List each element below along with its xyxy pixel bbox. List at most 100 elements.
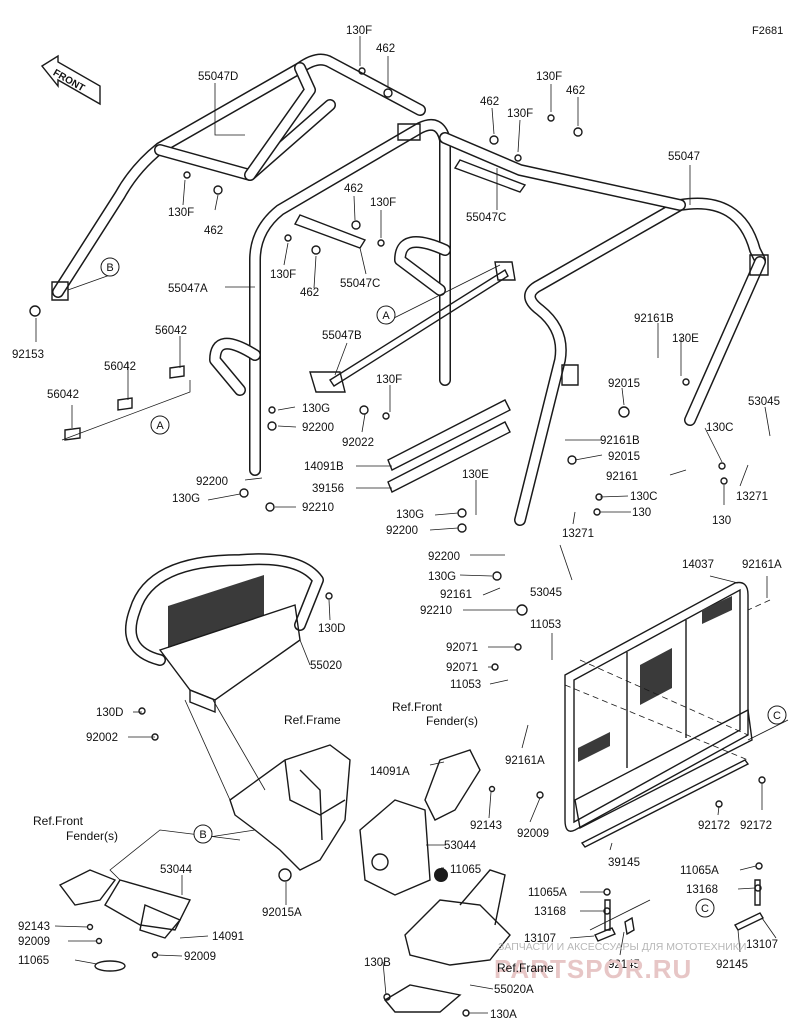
part-label: 92200 [302, 422, 334, 434]
part-label: 55020A [494, 984, 534, 996]
svg-text:B: B [106, 262, 113, 274]
part-label: 11053 [530, 619, 561, 631]
part-label: 92143 [18, 921, 50, 933]
part-label: 462 [376, 43, 395, 55]
callout-c-bottom: C [695, 898, 715, 918]
part-label: 53044 [160, 864, 193, 876]
part-label: 92022 [342, 437, 374, 449]
roll-cage-front-55047d [51, 53, 426, 301]
front-guard-55020 [125, 553, 324, 714]
part-label: 92161A [742, 559, 782, 571]
part-label: 130D [96, 707, 124, 719]
roll-cage-rear-55047 [439, 132, 769, 526]
frame-reference [184, 699, 351, 871]
watermark-ru-text: ЗАПЧАСТИ И АКСЕССУАРЫ ДЛЯ МОТОТЕХНИКИ [498, 941, 746, 953]
part-label: 92153 [12, 349, 44, 361]
part-label: 130E [672, 333, 699, 345]
svg-text:A: A [382, 310, 390, 322]
step-bracket-55020a [383, 869, 511, 1013]
part-label: 92009 [18, 936, 50, 948]
front-arrow-icon: FRONT [40, 54, 101, 106]
part-labels: 130F 462 55047D 130F 462 462 130F 55047 … [12, 25, 782, 1021]
part-label: 11065 [18, 955, 49, 967]
part-label: 92200 [196, 476, 228, 488]
part-label: 130 [632, 507, 651, 519]
left-fender-parts [58, 869, 192, 972]
part-label: 53045 [748, 396, 780, 408]
part-label: 130F [168, 207, 194, 219]
part-label: 53044 [444, 840, 477, 852]
part-label: 92172 [698, 820, 730, 832]
part-label: 14091A [370, 766, 410, 778]
clamp-55047c-top [397, 123, 527, 193]
part-label: 55020 [310, 660, 342, 672]
svg-text:A: A [156, 420, 164, 432]
svg-text:C: C [701, 903, 709, 915]
tube-14091b [387, 399, 511, 471]
part-label: 13107 [746, 939, 778, 951]
diagram-code: F2681 [752, 25, 783, 37]
part-label: 130A [490, 1009, 517, 1021]
part-label: 92071 [446, 662, 478, 674]
part-label: 130F [376, 374, 402, 386]
part-label: 92210 [420, 605, 452, 617]
part-label: 55047A [168, 283, 208, 295]
part-label: 130F [370, 197, 396, 209]
part-label: 130G [396, 509, 424, 521]
tube-39156 [387, 421, 511, 493]
part-label: 53045 [530, 587, 562, 599]
part-label: 92145 [716, 959, 748, 971]
front-label: FRONT [51, 68, 86, 95]
part-label: 55047 [668, 151, 700, 163]
part-label: 13271 [562, 528, 594, 540]
part-label: 92210 [302, 502, 334, 514]
callout-c-right: C [767, 705, 787, 725]
roll-cage-left-55047a [209, 119, 451, 476]
part-label: 130G [172, 493, 200, 505]
part-label: 130D [318, 623, 346, 635]
part-label: 92161A [505, 755, 545, 767]
part-label: 14091B [304, 461, 344, 473]
ref-front-fender-mid-1: Ref.Front [392, 700, 443, 714]
part-label: 56042 [104, 361, 136, 373]
part-label: 14037 [682, 559, 714, 571]
part-label: 55047C [466, 212, 506, 224]
part-label: 462 [566, 85, 585, 97]
part-label: 92009 [517, 828, 549, 840]
part-label: 11065A [528, 887, 567, 899]
part-label: 462 [300, 287, 319, 299]
fender-panel-14091a [359, 749, 481, 896]
part-label: 92145 [608, 959, 640, 971]
part-label: 92015 [608, 378, 640, 390]
cross-bar-55047b [309, 261, 516, 393]
part-label: 92015 [608, 451, 640, 463]
part-label: 130F [270, 269, 296, 281]
part-label: 56042 [47, 389, 79, 401]
clamp-55047c-mid [293, 214, 367, 249]
part-label: 13107 [524, 933, 556, 945]
callout-b-bottom: B [193, 824, 213, 844]
part-label: 130G [302, 403, 330, 415]
part-label: 92172 [740, 820, 772, 832]
part-label: 130B [364, 957, 391, 969]
part-label: 130 [712, 515, 731, 527]
part-label: 39145 [608, 857, 640, 869]
part-label: 55047D [198, 71, 238, 83]
part-label: 130C [630, 491, 658, 503]
callout-b-top: B [100, 257, 120, 277]
watermark-brand: PARTSPOR.RU [494, 954, 692, 984]
part-label: 39156 [312, 483, 344, 495]
callout-a-left: A [150, 415, 170, 435]
part-label: 130F [346, 25, 372, 37]
part-label: 92200 [428, 551, 460, 563]
rear-gate-14037 [564, 581, 753, 848]
svg-text:B: B [199, 829, 206, 841]
part-label: 462 [204, 225, 223, 237]
part-label: 92015A [262, 907, 302, 919]
part-label: 130E [462, 469, 489, 481]
part-label: 92161 [440, 589, 472, 601]
dashed-connectors [564, 599, 771, 761]
part-label: 13168 [534, 906, 566, 918]
part-label: 92143 [470, 820, 502, 832]
leader-lines [35, 36, 789, 1014]
